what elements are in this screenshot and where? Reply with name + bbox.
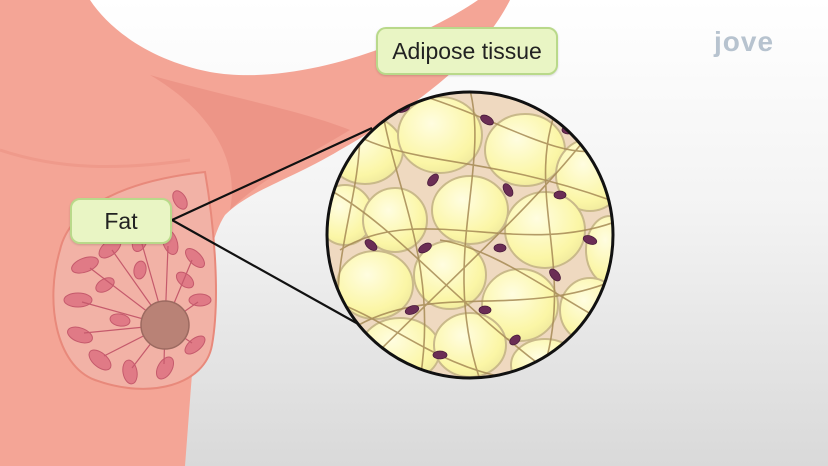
adipose-tissue-label: Adipose tissue: [376, 27, 558, 75]
adipose-tissue-magnified-view: [325, 90, 615, 380]
jove-logo: jove: [714, 26, 775, 57]
magnification-callout-lines: [171, 127, 373, 326]
nipple-areola: [140, 300, 190, 350]
fat-label: Fat: [70, 198, 172, 244]
